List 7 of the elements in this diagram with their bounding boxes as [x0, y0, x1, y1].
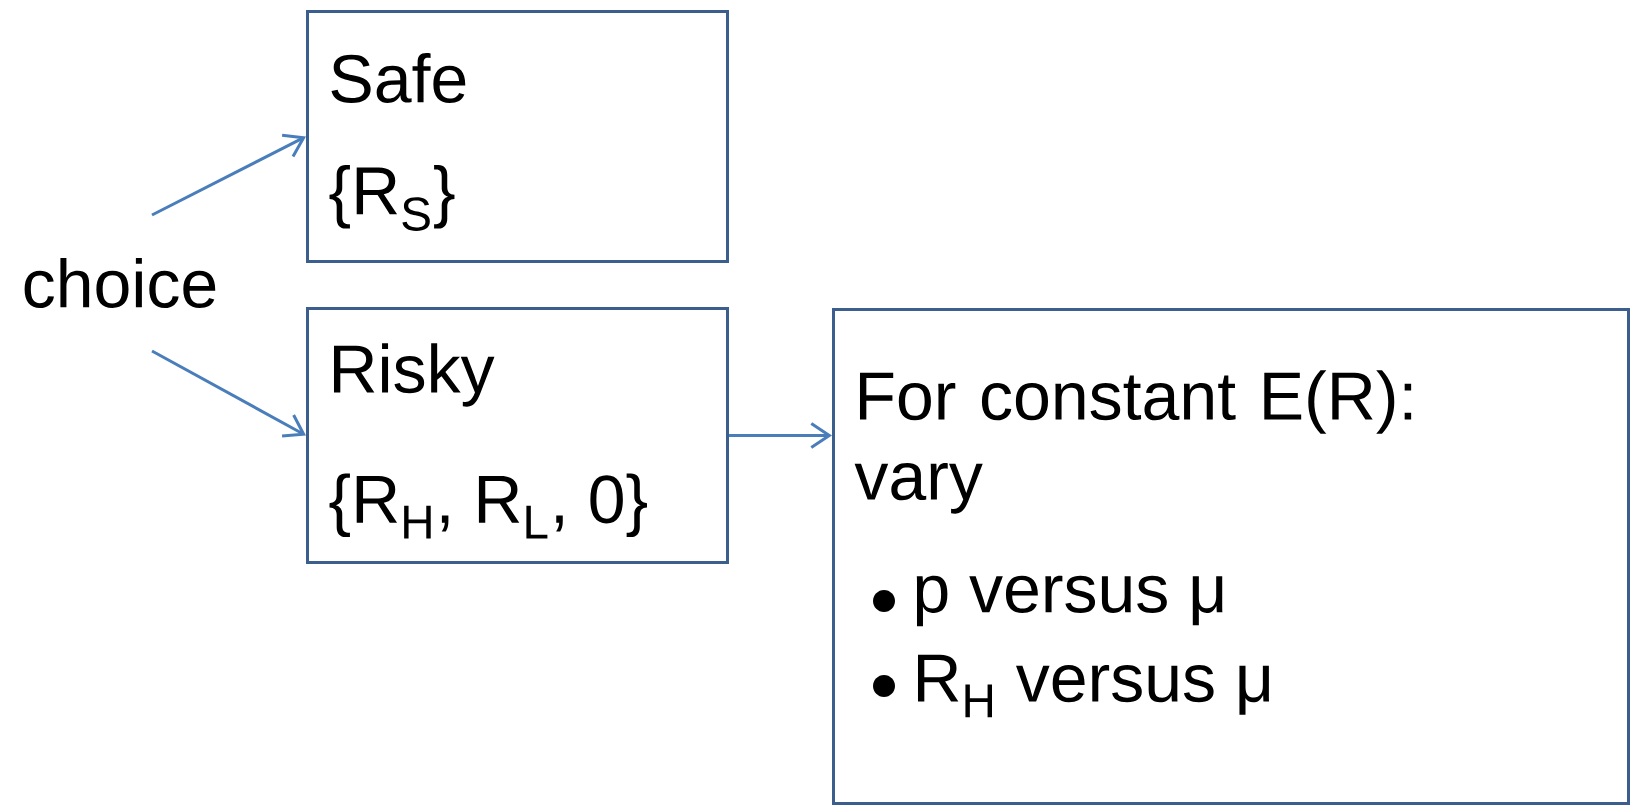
arrow	[151, 349, 306, 438]
choice-label: choice	[24, 258, 216, 308]
arrow	[729, 422, 832, 449]
text-box: Risky {R$_{H}$, R$_{L}$, 0}	[306, 307, 729, 564]
text-box: Safe {R$_{S}$}	[306, 10, 729, 263]
text-box: For constant E(R): vary p versus μ R$_{H}$ versus μ	[832, 308, 1630, 805]
arrow	[151, 133, 306, 217]
